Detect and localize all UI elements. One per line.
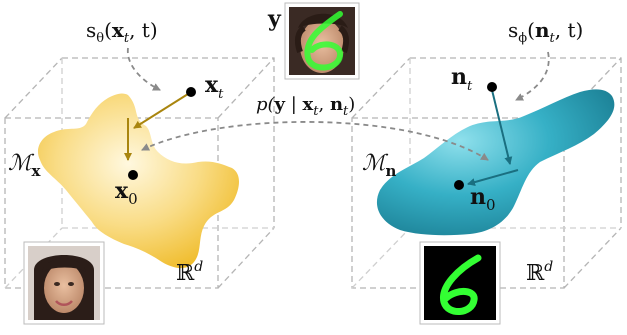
denoise-arrow-n xyxy=(467,169,519,186)
point-n-t xyxy=(487,82,497,92)
point-n-0 xyxy=(454,180,464,190)
noise-manifold-shape xyxy=(376,89,615,236)
x-t-label: xt xyxy=(205,72,224,102)
likelihood-label: p(y | xt, nt) xyxy=(256,94,355,119)
space-n-label: ℝd xyxy=(526,259,553,286)
point-x-0 xyxy=(128,170,138,180)
drift-arrow-x xyxy=(133,93,189,129)
likelihood-connector xyxy=(141,121,489,161)
clean-image-thumbnail xyxy=(23,241,105,325)
score-phi-label: sϕ(nt, t) xyxy=(508,18,583,46)
score-x-connector xyxy=(127,47,161,91)
observation-label: y xyxy=(267,6,282,32)
drift-arrow-n xyxy=(491,89,513,165)
n-0-label: n0 xyxy=(470,184,496,214)
space-x-label: ℝd xyxy=(176,259,203,286)
noise-digit-thumbnail xyxy=(419,241,501,325)
manifold-n-label: ℳn xyxy=(362,151,397,180)
observation-thumbnail xyxy=(284,2,360,80)
score-n-connector xyxy=(515,51,550,101)
n-t-label: nt xyxy=(451,64,473,94)
manifold-x-label: ℳx xyxy=(8,151,42,180)
x-0-label: x0 xyxy=(115,178,138,208)
point-x-t xyxy=(186,87,196,97)
image-manifold-shape xyxy=(37,93,239,269)
score-theta-label: sθ(xt, t) xyxy=(86,18,158,46)
